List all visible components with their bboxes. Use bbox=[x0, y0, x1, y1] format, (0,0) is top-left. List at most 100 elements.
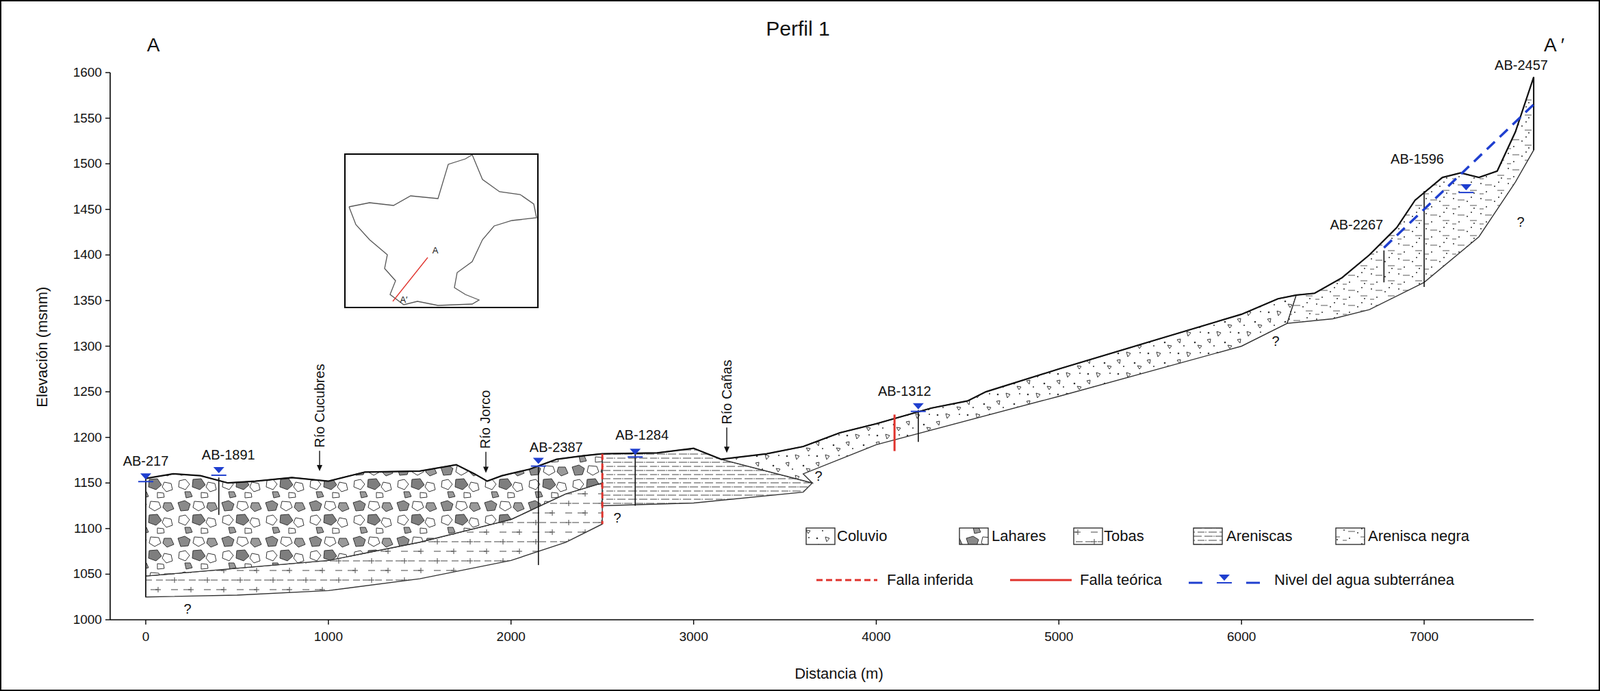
y-tick bbox=[105, 299, 111, 301]
geology bbox=[105, 72, 1534, 625]
y-tick bbox=[105, 254, 111, 256]
x-axis bbox=[110, 618, 1534, 621]
legend-swatch bbox=[959, 527, 989, 545]
section-start bbox=[145, 478, 147, 597]
y-tick bbox=[105, 436, 111, 438]
water-level-symbol bbox=[533, 457, 545, 464]
water-level-symbol bbox=[1218, 574, 1230, 581]
x-tick-label: 4000 bbox=[861, 628, 891, 644]
legend-label: Coluvio bbox=[836, 526, 887, 545]
x-tick-label: 3000 bbox=[678, 628, 708, 644]
x-tick bbox=[327, 619, 329, 625]
legend-swatch bbox=[806, 527, 835, 545]
well-label: AB-2267 bbox=[1329, 216, 1384, 233]
x-tick bbox=[1058, 619, 1060, 625]
x-tick bbox=[693, 619, 694, 625]
water-level-symbol bbox=[140, 472, 152, 480]
legend-label: Lahares bbox=[991, 526, 1047, 545]
well-label: AB-1596 bbox=[1390, 151, 1444, 167]
well-label: AB-217 bbox=[123, 453, 170, 469]
y-tick bbox=[105, 482, 111, 484]
x-tick-label: 7000 bbox=[1409, 628, 1439, 644]
inferred-fault bbox=[601, 453, 604, 525]
legend-label: Areniscas bbox=[1226, 526, 1293, 545]
x-tick-label: 2000 bbox=[496, 628, 526, 644]
legend-swatch bbox=[1335, 527, 1365, 545]
legend-swatch bbox=[816, 578, 878, 582]
section-end-label: A bbox=[147, 34, 161, 57]
y-tick-label: 1550 bbox=[73, 110, 102, 126]
well bbox=[917, 409, 920, 443]
river-arrow bbox=[724, 446, 730, 453]
river-arrow bbox=[485, 451, 486, 468]
legend-swatch bbox=[1073, 527, 1103, 545]
y-tick bbox=[105, 390, 111, 392]
y-tick bbox=[105, 208, 111, 210]
y-tick-label: 1200 bbox=[73, 429, 102, 445]
y-tick-label: 1100 bbox=[73, 520, 102, 536]
legend-label: Nivel del agua subterránea bbox=[1274, 570, 1455, 588]
section-end-label: A ′ bbox=[1543, 34, 1565, 57]
ground-surface bbox=[145, 77, 1534, 484]
y-tick-label: 1350 bbox=[73, 292, 102, 308]
legend-swatch bbox=[1188, 581, 1203, 584]
x-tick bbox=[145, 619, 146, 625]
y-tick-label: 1400 bbox=[73, 247, 102, 263]
water-level-symbol bbox=[627, 455, 643, 458]
y-tick bbox=[105, 162, 111, 164]
river-arrow bbox=[726, 427, 727, 447]
inset-label: A bbox=[432, 245, 439, 256]
river-arrow bbox=[316, 464, 323, 471]
legend-swatch bbox=[1193, 527, 1223, 545]
location-map bbox=[344, 153, 538, 308]
x-tick bbox=[1240, 619, 1242, 625]
water-level-symbol bbox=[910, 410, 926, 412]
chart-title: Perfil 1 bbox=[765, 17, 830, 42]
x-tick-label: 5000 bbox=[1044, 628, 1074, 644]
river-label: Río Jorco bbox=[478, 389, 495, 449]
y-tick bbox=[105, 71, 111, 73]
well-label: AB-1891 bbox=[201, 446, 256, 463]
y-axis-title: Elevación (msnm) bbox=[33, 286, 51, 408]
x-axis-title: Distancia (m) bbox=[794, 664, 884, 682]
uncertain-mark: ? bbox=[814, 468, 822, 484]
uncertain-mark: ? bbox=[613, 509, 621, 526]
x-tick-label: 1000 bbox=[314, 628, 343, 644]
y-tick-label: 1000 bbox=[73, 611, 102, 627]
well-label: AB-1312 bbox=[878, 383, 932, 399]
legend-label: Arenisca negra bbox=[1368, 526, 1470, 545]
river-label: Río Cucubres bbox=[312, 363, 328, 447]
x-tick-label: 0 bbox=[142, 628, 150, 644]
well bbox=[634, 451, 636, 506]
y-tick-label: 1600 bbox=[73, 65, 102, 81]
well-label: AB-1284 bbox=[615, 427, 669, 443]
x-tick bbox=[1423, 619, 1425, 625]
rock-unit bbox=[1287, 77, 1534, 324]
y-tick-label: 1150 bbox=[73, 474, 102, 490]
legend-label: Falla teórica bbox=[1079, 570, 1163, 588]
river-arrow bbox=[318, 450, 320, 466]
inset-label: A′ bbox=[399, 294, 408, 306]
water-level-symbol bbox=[138, 480, 154, 482]
y-tick-label: 1050 bbox=[73, 565, 102, 582]
well-label: AB-2387 bbox=[529, 439, 584, 456]
uncertain-mark: ? bbox=[183, 600, 191, 617]
water-level-symbol bbox=[213, 466, 225, 473]
section-end bbox=[1532, 77, 1535, 151]
legend-swatch bbox=[1010, 578, 1072, 582]
theoretical-fault bbox=[893, 414, 896, 451]
uncertain-mark: ? bbox=[1516, 214, 1525, 230]
y-tick-label: 1450 bbox=[73, 201, 102, 217]
x-tick-label: 6000 bbox=[1227, 628, 1256, 644]
y-tick bbox=[105, 117, 111, 119]
water-level-symbol bbox=[531, 465, 547, 467]
river-label: Río Cañas bbox=[719, 359, 735, 425]
water-level-symbol bbox=[1460, 184, 1472, 191]
y-tick-label: 1300 bbox=[73, 338, 102, 354]
y-tick bbox=[105, 618, 111, 620]
uncertain-mark: ? bbox=[1271, 333, 1280, 350]
y-tick-label: 1250 bbox=[73, 383, 102, 399]
x-tick bbox=[510, 619, 512, 625]
